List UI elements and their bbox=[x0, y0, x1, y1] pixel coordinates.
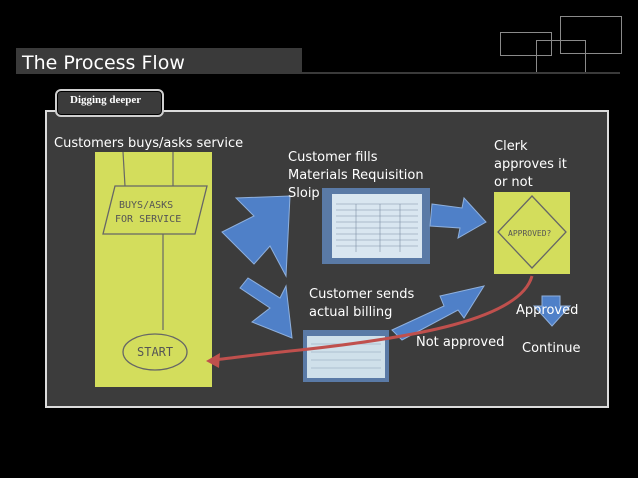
label-line: or not bbox=[494, 175, 533, 190]
sketch-drawing: BUYS/ASKS FOR SERVICE START bbox=[102, 152, 208, 371]
decorative-square bbox=[560, 16, 622, 54]
label-line: actual billing bbox=[309, 305, 393, 320]
form-gridlines bbox=[336, 203, 418, 252]
sketch-box-text-2: FOR SERVICE bbox=[115, 214, 181, 225]
label-line: Customer fills bbox=[288, 150, 378, 165]
arrow-to-billing bbox=[239, 277, 293, 339]
label-customer-sends: Customer sends actual billing bbox=[309, 286, 414, 322]
approval-sketch-photo: APPROVED? bbox=[494, 192, 570, 274]
label-customer-fills: Customer fills Materials Requisition Slo… bbox=[288, 149, 424, 203]
arrow-to-requisition bbox=[221, 195, 291, 278]
return-arrow-not-approved bbox=[213, 275, 534, 362]
form-drawing bbox=[332, 194, 422, 258]
form-photo-requisition bbox=[322, 188, 430, 264]
label-customer-buys: Customers buys/asks service bbox=[54, 136, 244, 151]
arrow-to-clerk bbox=[429, 196, 487, 239]
label-line: approves it bbox=[494, 157, 567, 172]
diamond-drawing: APPROVED? bbox=[497, 195, 567, 269]
label-line: Materials Requisition bbox=[288, 168, 424, 183]
title-bar bbox=[16, 48, 302, 74]
arrow-approved-down bbox=[532, 295, 572, 327]
slide-subtitle: Digging deeper bbox=[70, 94, 142, 106]
sketch-start-text: START bbox=[137, 345, 173, 359]
label-line: Customer sends bbox=[309, 287, 415, 302]
label-continue: Continue bbox=[522, 341, 581, 356]
label-clerk-approves: Clerk approves it or not bbox=[494, 138, 567, 192]
title-underline bbox=[302, 72, 620, 74]
sketch-box-text-1: BUYS/ASKS bbox=[119, 200, 173, 211]
sketch-diamond bbox=[497, 195, 567, 269]
sketch-photo-flowchart: BUYS/ASKS FOR SERVICE START bbox=[95, 152, 212, 387]
slide-title: The Process Flow bbox=[22, 52, 185, 74]
label-approved: Approved bbox=[516, 303, 579, 318]
sketch-diamond-text: APPROVED? bbox=[508, 229, 552, 238]
label-line: Sloip bbox=[288, 186, 320, 201]
billing-lines bbox=[311, 343, 381, 369]
sketch-start-ellipse bbox=[122, 333, 188, 371]
sketch-line bbox=[122, 152, 126, 187]
form-sheet bbox=[332, 194, 422, 258]
decorative-square bbox=[500, 32, 552, 56]
label-line: Clerk bbox=[494, 139, 528, 154]
label-not-approved: Not approved bbox=[416, 335, 505, 350]
subtitle-badge bbox=[55, 89, 164, 117]
sketch-box bbox=[102, 185, 208, 235]
return-arrow-head bbox=[206, 353, 220, 368]
